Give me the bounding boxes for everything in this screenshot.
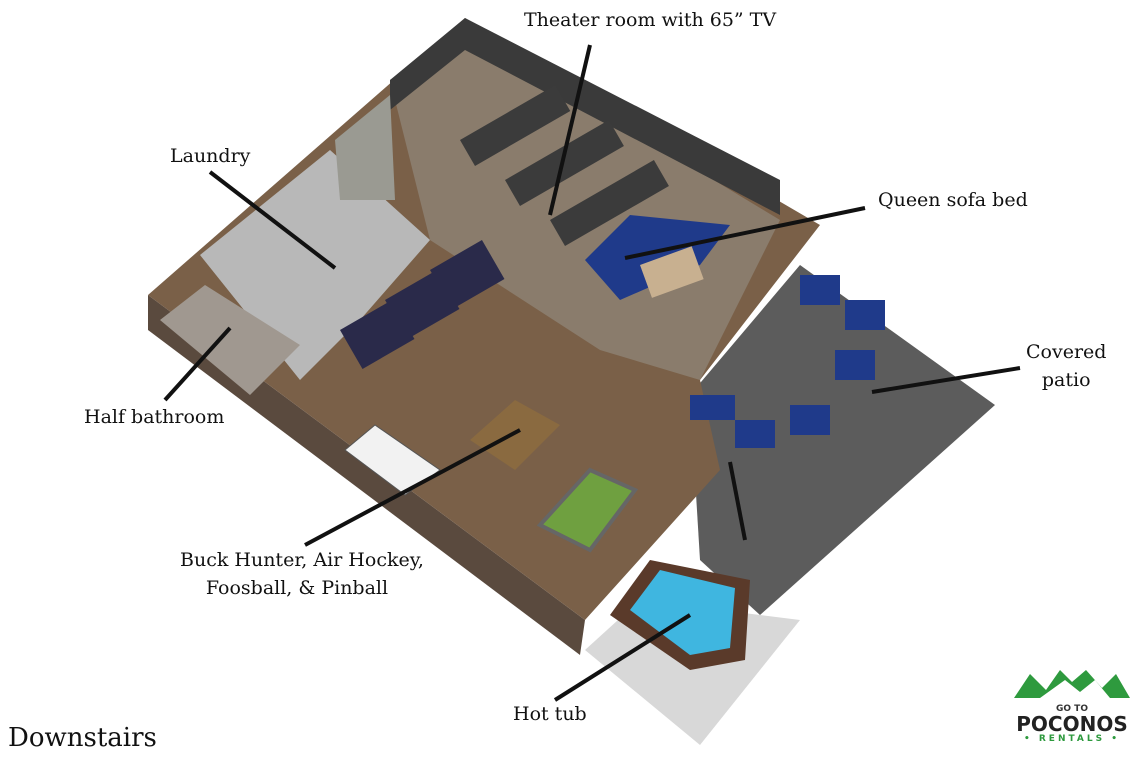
- leader-lines: [163, 44, 1021, 702]
- trees-house-icon: [1014, 670, 1130, 698]
- logo-line3: • RENTALS •: [1023, 734, 1120, 744]
- coffee-table: [640, 246, 704, 298]
- label-laundry: Laundry: [170, 145, 251, 167]
- label-covered-patio-line2: patio: [1041, 369, 1091, 391]
- logo-line2: POCONOS: [1016, 712, 1128, 736]
- hot-tub-water: [630, 570, 735, 655]
- theater-seats: [460, 85, 669, 246]
- label-games: Buck Hunter, Air Hockey, Foosball, & Pin…: [180, 546, 424, 602]
- stone-wall: [335, 95, 395, 200]
- patio-floor: [690, 265, 995, 615]
- label-half-bathroom: Half bathroom: [84, 406, 225, 428]
- label-theater-room: Theater room with 65” TV: [524, 9, 777, 31]
- floor-title: Downstairs: [8, 723, 157, 753]
- label-covered-patio: Covered patio: [1026, 338, 1106, 394]
- label-hot-tub: Hot tub: [513, 703, 587, 725]
- bathroom-floor: [160, 285, 300, 395]
- label-queen-sofa-bed: Queen sofa bed: [878, 189, 1028, 211]
- dining-table: [470, 400, 560, 470]
- label-games-line2: Foosball, & Pinball: [205, 577, 389, 599]
- foosball-table: [536, 467, 639, 553]
- label-covered-patio-line1: Covered: [1026, 341, 1107, 363]
- label-games-line1: Buck Hunter, Air Hockey,: [180, 549, 424, 571]
- logo-line1: GO TO: [1056, 704, 1088, 714]
- back-wall: [390, 18, 465, 110]
- pinball-machines: [340, 239, 505, 369]
- patio-chairs: [690, 275, 885, 448]
- queen-sofa: [585, 215, 730, 300]
- go-to-poconos-logo: GO TO POCONOS • RENTALS •: [1010, 668, 1134, 752]
- air-hockey-table: [344, 424, 441, 496]
- theater-right-wall: [465, 18, 780, 215]
